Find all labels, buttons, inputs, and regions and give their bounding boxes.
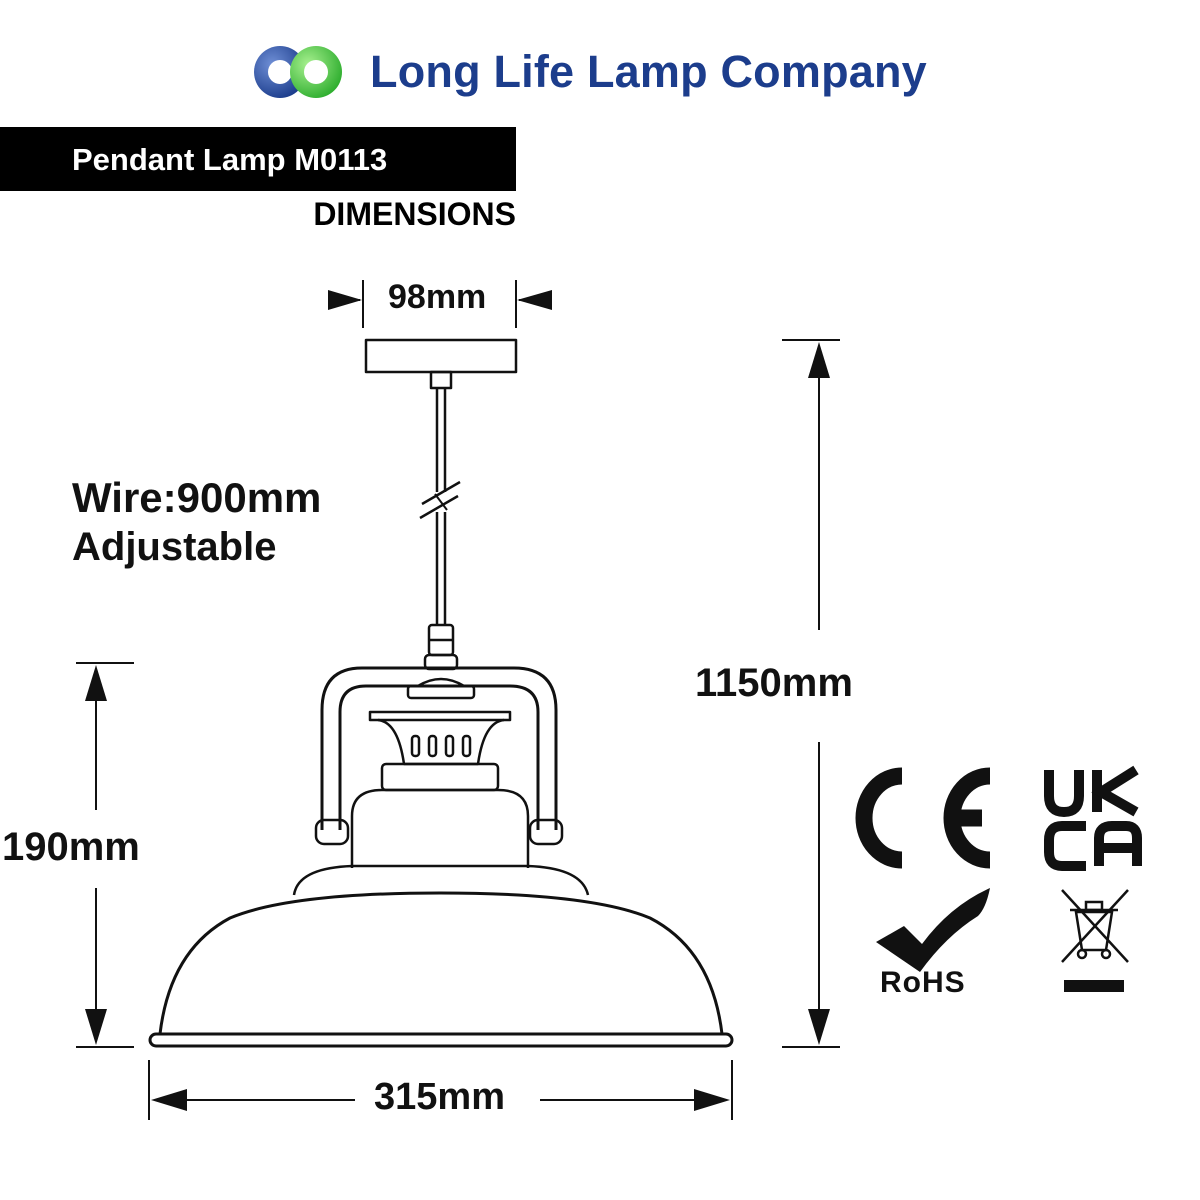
wire-adjustable-label: Adjustable <box>72 525 277 569</box>
arrow-190-bottom <box>85 1009 107 1045</box>
arrow-1150-top <box>808 342 830 378</box>
shade-height-dimension <box>76 662 134 1048</box>
bracket-knob-right <box>528 818 564 846</box>
arrow-98-left <box>328 290 362 310</box>
company-name: Long Life Lamp Company <box>370 46 927 97</box>
canopy-connector <box>429 370 453 390</box>
shade-cap <box>292 864 590 896</box>
dimensions-heading: DIMENSIONS <box>313 196 516 232</box>
weee-bin-icon <box>1061 889 1129 963</box>
holder-body <box>350 788 530 868</box>
wire-break-mark <box>419 480 461 520</box>
arrow-98-right <box>517 290 552 310</box>
u-bracket-inner <box>338 684 540 830</box>
brand-header: Long Life Lamp Company <box>250 40 927 104</box>
ce-mark-icon <box>855 767 991 869</box>
total-height-dimension <box>782 339 840 1048</box>
wire-length-label: Wire:900mm <box>72 474 322 521</box>
shade-width-label: 315mm <box>374 1076 505 1118</box>
ceiling-canopy <box>364 338 518 374</box>
shade-rim <box>148 1032 734 1048</box>
arrow-315-left <box>151 1089 187 1111</box>
title-bar <box>0 127 516 191</box>
holder-flange <box>368 710 512 722</box>
product-title: Pendant Lamp M0113 <box>72 142 388 177</box>
rohs-label: RoHS <box>880 966 966 999</box>
holder-collar <box>380 762 500 792</box>
shade-dome <box>158 891 724 1035</box>
weee-bar <box>1064 980 1124 992</box>
total-height-label: 1150mm <box>695 661 853 705</box>
holder-crown <box>377 718 505 766</box>
u-bracket-outer <box>320 666 558 830</box>
arrow-1150-bottom <box>808 1009 830 1045</box>
ukca-mark-icon <box>1044 765 1142 871</box>
arrow-315-right <box>694 1089 730 1111</box>
bracket-knob-left <box>314 818 350 846</box>
company-logo-icon <box>254 46 342 98</box>
arrow-190-top <box>85 665 107 701</box>
canopy-width-label: 98mm <box>388 278 487 316</box>
shade-height-label: 190mm <box>2 825 140 869</box>
rohs-check-icon <box>876 888 990 972</box>
shade-width-dimension <box>148 1060 733 1120</box>
